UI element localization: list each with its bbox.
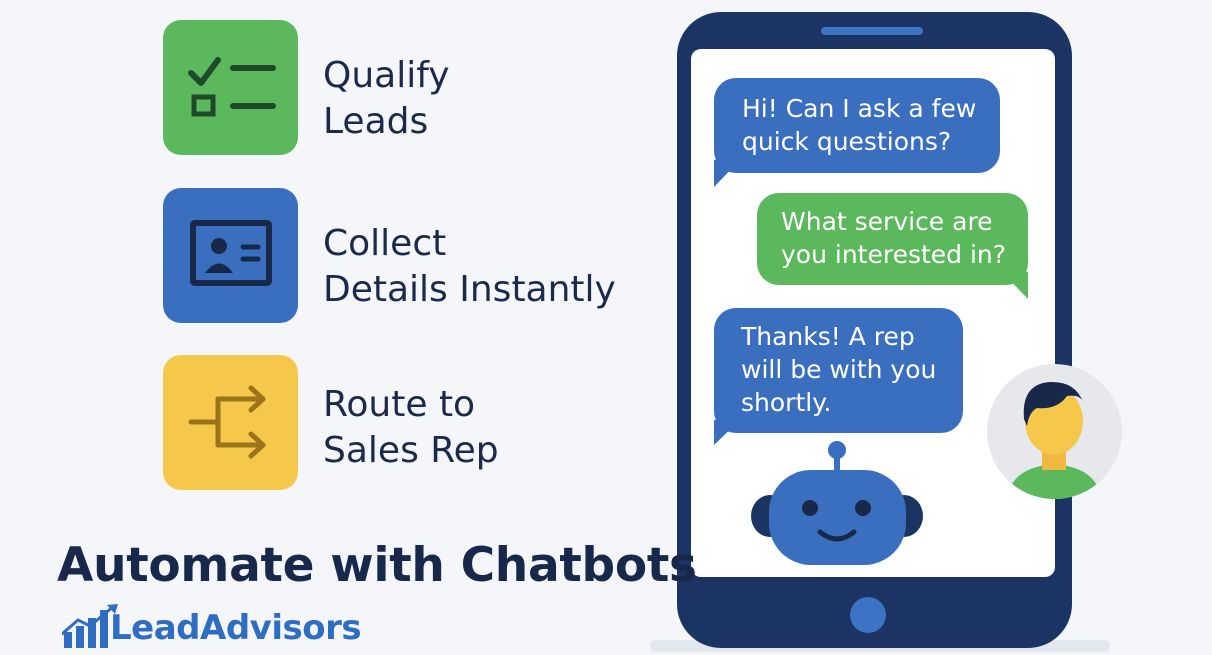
checklist-icon bbox=[188, 57, 276, 117]
qualify-leads-label: Qualify Leads bbox=[323, 55, 450, 142]
chat-bubble-bot-2-tail bbox=[714, 420, 740, 445]
contact-card-icon bbox=[190, 220, 272, 286]
collect-details-label: Collect Details Instantly bbox=[323, 223, 616, 310]
headline: Automate with Chatbots bbox=[57, 538, 697, 593]
chat-bubble-bot-1: Hi! Can I ask a few quick questions? bbox=[714, 78, 1000, 173]
chat-bubble-bot-1-tail bbox=[714, 160, 740, 187]
route-arrows-icon bbox=[188, 385, 266, 459]
sales-rep-avatar bbox=[987, 364, 1122, 499]
brand-name: LeadAdvisors bbox=[110, 608, 362, 648]
chat-bubble-bot-2: Thanks! A rep will be with you shortly. bbox=[714, 308, 963, 433]
phone-speaker bbox=[821, 27, 923, 35]
growth-chart-icon bbox=[62, 604, 118, 648]
route-to-sales-tile bbox=[163, 355, 298, 490]
chat-bubble-user: What service are you interested in? bbox=[757, 193, 1028, 285]
qualify-leads-tile bbox=[163, 20, 298, 155]
robot-icon bbox=[751, 441, 923, 565]
route-to-sales-label: Route to Sales Rep bbox=[323, 384, 499, 471]
collect-details-tile bbox=[163, 188, 298, 323]
chat-bubble-user-tail bbox=[1002, 272, 1028, 299]
phone-home-button bbox=[850, 597, 886, 633]
